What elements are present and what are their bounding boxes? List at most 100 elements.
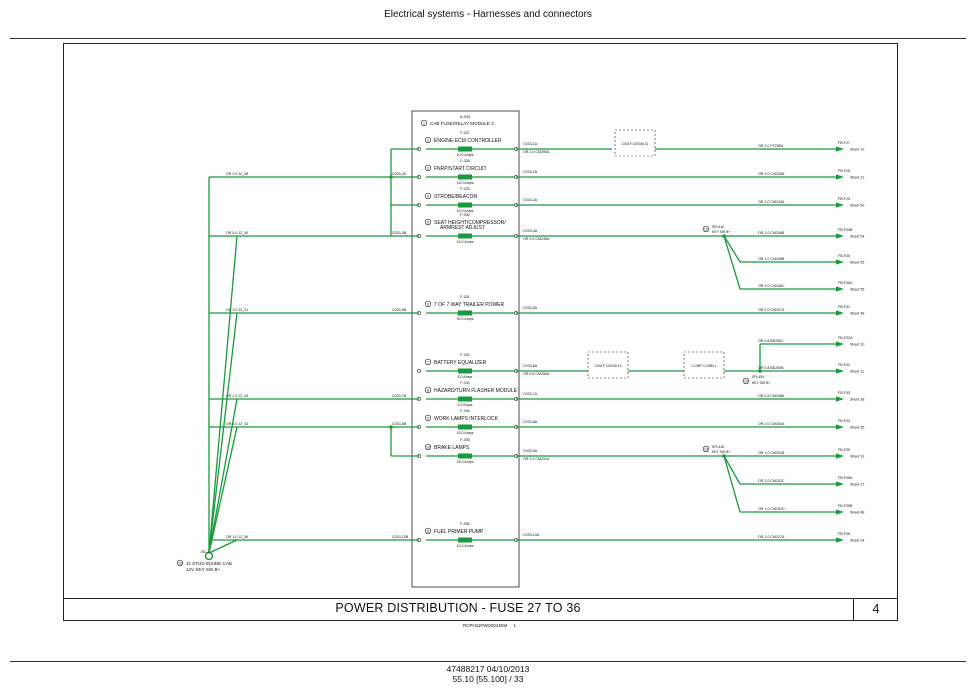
fuse-callout-1-num: 3 xyxy=(427,166,429,170)
doc-id: RCPH11FWD004JEM 1 xyxy=(463,623,516,628)
splice-branch-0a xyxy=(723,235,741,263)
fuse-element-0 xyxy=(458,146,472,152)
drawing-frame xyxy=(63,43,898,621)
right-wire-7-arrow xyxy=(836,341,844,347)
fuse-module-box xyxy=(411,110,520,588)
connector-box-0 xyxy=(614,129,656,157)
fuse-callout-8-num: 10 xyxy=(426,445,430,449)
right-wire-1-arrow xyxy=(836,174,844,180)
splice-callout-0-num: 12 xyxy=(704,227,708,231)
splice-label-0: KEY SW B+ xyxy=(712,230,730,234)
right-conn-7: C033-8A xyxy=(523,420,538,424)
left-wire-label-0: OR 2.0 J2_28 xyxy=(226,172,248,176)
right-wire-13-ref: FB-F35B xyxy=(838,504,853,508)
left-conn-5: C033-10B xyxy=(392,535,409,539)
fuse-amps-9: 10.0 Amps xyxy=(457,544,474,548)
splice-callout-1 xyxy=(702,445,710,453)
stud-fan-0 xyxy=(208,235,238,554)
footer-docnum: 47488217 04/10/2013 xyxy=(446,664,530,674)
fuse-element-2 xyxy=(458,202,472,208)
fuse-element-7 xyxy=(458,424,472,430)
fuse-callout-7-num: 9 xyxy=(427,416,429,420)
page-header: Electrical systems - Harnesses and conne… xyxy=(384,9,592,20)
mid-wire-1: OR 2.0 CM245A xyxy=(523,237,550,241)
connector-box-1 xyxy=(587,351,629,379)
fuse-element-5 xyxy=(458,368,472,374)
right-wire-10-sheet: Sheet 35 xyxy=(850,426,864,430)
fuse-amps-7: 15.0 Amps xyxy=(457,431,474,435)
fuse-amps-1: 15.0 Amps xyxy=(457,181,474,185)
fuse-name-6: HAZARD/TURN FLASHER MODULE xyxy=(434,388,518,394)
fuse-callout-5-num: 7 xyxy=(427,360,429,364)
fuse-name-1: FNRP/START CIRCUIT xyxy=(434,166,487,172)
title-block xyxy=(63,598,898,621)
fuse-callout-3-num: 5 xyxy=(427,220,429,224)
splice-callout-0 xyxy=(702,225,710,233)
fuse-amps-0: 10.0 Amps xyxy=(457,153,474,157)
left-wire-label-5: OR 1.0 J2_36 xyxy=(226,535,248,539)
fuse-amps-6: 5.0 Amps xyxy=(458,403,473,407)
right-conn-8: C033-9A xyxy=(523,449,538,453)
right-wire-7-sheet: Sheet 10 xyxy=(850,343,864,347)
right-wire-12-sheet: Sheet 27 xyxy=(850,483,864,487)
fuse-amps-3: 15.0 Amps xyxy=(457,240,474,244)
fuse-name-9: FUEL PRIMER PUMP xyxy=(434,529,484,535)
right-wire-10-arrow xyxy=(836,424,844,430)
right-wire-12-ref: FB-F35A xyxy=(838,476,853,480)
fuse-ref-4: F-031 xyxy=(460,295,469,299)
right-wire-2-arrow xyxy=(836,202,844,208)
connector-label-2: C135F C135M 1 xyxy=(692,364,717,368)
right-wire-7-ref: FB-F32A xyxy=(838,336,853,340)
left-conn-1: C033-4B xyxy=(392,231,407,235)
fuse-element-6 xyxy=(458,396,472,402)
right-wire-8-arrow xyxy=(836,368,844,374)
right-wire-8-ref: FB-F32 xyxy=(838,363,850,367)
right-conn-5: C033-6A xyxy=(523,364,538,368)
fuse-ref-9: F-036 xyxy=(460,522,469,526)
left-conn-3: C033-7B xyxy=(392,394,407,398)
left-wire-label-1: OR 5.0 J2_30 xyxy=(226,231,248,235)
right-wire-2-ref: FB-F29 xyxy=(838,197,850,201)
diagram-page-number: 4 xyxy=(853,598,898,621)
right-wire-9-ref: FB-F33 xyxy=(838,391,850,395)
right-wire-10-ref: FB-F34 xyxy=(838,419,850,423)
right-conn-6: C033-7A xyxy=(523,392,538,396)
fuse-ref-5: F-032 xyxy=(460,353,469,357)
fuse-name-0: ENGINE-ECM CONTROLLER xyxy=(434,138,502,144)
right-wire-14-ref: FB-F36 xyxy=(838,532,850,536)
fuse-callout-4-num: 6 xyxy=(427,302,429,306)
fuse-amps-4: 30.0 Amps xyxy=(457,317,474,321)
fuse-ref-0: F-027 xyxy=(460,131,469,135)
right-wire-4-arrow xyxy=(836,259,844,265)
left-wire-label-4: OR 3.0 J2_34 xyxy=(226,422,248,426)
right-conn-4: C033-5A xyxy=(523,306,538,310)
left-conn-0: C033-28 xyxy=(392,172,406,176)
right-wire-5-label: OR 1.0 CM246C xyxy=(758,284,785,288)
module-ref: A-033 xyxy=(460,115,470,119)
right-wire-0-ref: FB-F27 xyxy=(838,141,850,145)
fuse-element-3 xyxy=(458,233,472,239)
fuse-callout-0 xyxy=(424,136,432,144)
right-wire-3-label: OR 1.0 CM246B xyxy=(758,231,785,235)
left-wire-label-2: OR 3.0 J2_31 xyxy=(226,308,248,312)
fuse-callout-4 xyxy=(424,300,432,308)
right-wire-5-sheet: Sheet 55 xyxy=(850,288,864,292)
splice-ref-0: SPL416 xyxy=(712,225,724,229)
module-internal-node-2 xyxy=(389,425,393,429)
right-wire-3-sheet: Sheet 54 xyxy=(850,235,864,239)
stud-fan-4 xyxy=(208,539,238,554)
fuse-name-3: SEAT HEIGHT/COMPRESSOR/ xyxy=(434,220,506,226)
right-wire-11-arrow xyxy=(836,453,844,459)
stud-fan-1 xyxy=(208,312,238,554)
fuse-name2-3: ARMREST ADJUST xyxy=(440,225,485,231)
header-rule xyxy=(10,38,966,39)
right-wire-9-arrow xyxy=(836,396,844,402)
right-wire-4-sheet: Sheet 55 xyxy=(850,261,864,265)
right-wire-12-arrow xyxy=(836,481,844,487)
right-wire-14-label: OR 1.0 CM227A xyxy=(758,535,785,539)
right-wire-1-sheet: Sheet 12 xyxy=(850,176,864,180)
stud-callout xyxy=(176,559,184,567)
splice-callout-1-num: 13 xyxy=(704,447,708,451)
stud-label-2: 12V KEY SW B+ xyxy=(186,567,221,572)
